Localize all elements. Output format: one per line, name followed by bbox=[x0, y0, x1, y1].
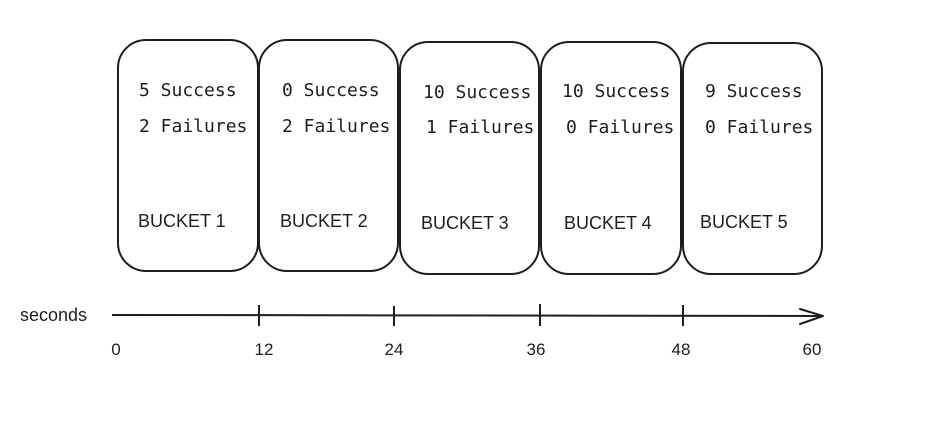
bucket-3-name: BUCKET 3 bbox=[421, 213, 509, 233]
arrow-head-icon bbox=[799, 308, 824, 325]
bucket-1-success: 5 Success bbox=[139, 80, 237, 101]
bucket-5-name: BUCKET 5 bbox=[700, 212, 788, 232]
tick-label-48: 48 bbox=[672, 340, 691, 359]
bucket-4: 10 Success 0 Failures BUCKET 4 bbox=[540, 41, 682, 275]
bucket-2-box bbox=[258, 39, 399, 272]
axis-label: seconds bbox=[20, 305, 87, 325]
axis-line bbox=[111, 314, 823, 317]
bucket-4-success: 10 Success bbox=[562, 81, 670, 102]
bucket-1: 5 Success 2 Failures BUCKET 1 bbox=[117, 39, 259, 272]
time-axis: seconds 0 12 24 36 48 60 bbox=[20, 304, 824, 359]
bucket-3-box bbox=[399, 41, 540, 275]
bucket-4-name: BUCKET 4 bbox=[564, 213, 652, 233]
bucket-2-name: BUCKET 2 bbox=[280, 211, 368, 231]
bucket-5-failures: 0 Failures bbox=[705, 117, 813, 138]
bucket-3: 10 Success 1 Failures BUCKET 3 bbox=[399, 41, 540, 275]
bucket-5: 9 Success 0 Failures BUCKET 5 bbox=[682, 42, 823, 275]
bucket-2-failures: 2 Failures bbox=[282, 116, 390, 137]
bucket-2-success: 0 Success bbox=[282, 80, 380, 101]
bucket-5-box bbox=[682, 42, 823, 275]
bucket-3-success: 10 Success bbox=[423, 82, 531, 103]
bucket-4-failures: 0 Failures bbox=[566, 117, 674, 138]
tick-label-12: 12 bbox=[255, 340, 274, 359]
tick-label-0: 0 bbox=[111, 340, 120, 359]
bucket-4-box bbox=[540, 41, 682, 275]
tick-label-60: 60 bbox=[803, 340, 822, 359]
bucket-1-name: BUCKET 1 bbox=[138, 211, 226, 231]
bucket-1-failures: 2 Failures bbox=[139, 116, 247, 137]
bucket-5-success: 9 Success bbox=[705, 81, 803, 102]
tick-label-36: 36 bbox=[527, 340, 546, 359]
bucket-3-failures: 1 Failures bbox=[426, 117, 534, 138]
bucket-2: 0 Success 2 Failures BUCKET 2 bbox=[258, 39, 399, 272]
tick-label-24: 24 bbox=[385, 340, 404, 359]
bucket-1-box bbox=[117, 39, 259, 272]
